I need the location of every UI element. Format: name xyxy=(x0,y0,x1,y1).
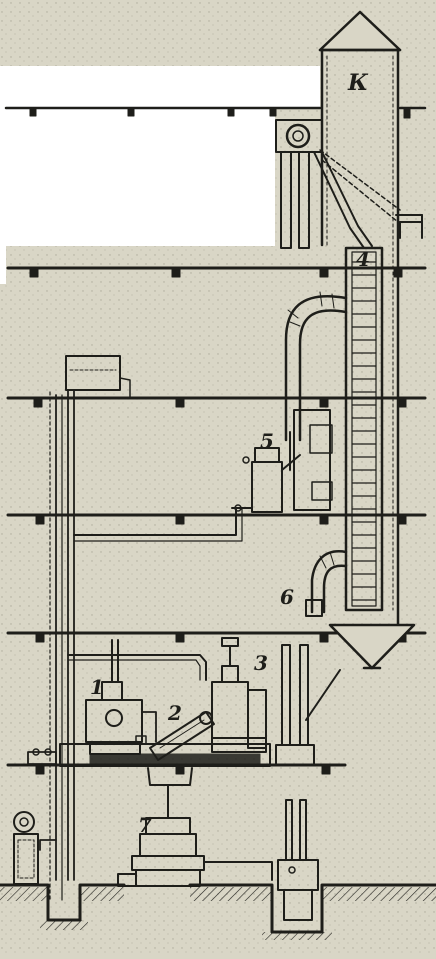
basement-unit xyxy=(277,799,319,921)
upper-duct xyxy=(284,291,348,442)
lower-duct-6 xyxy=(305,550,348,617)
blank-panel-top xyxy=(0,66,320,108)
callout-2: 2 xyxy=(167,701,182,725)
callout-6: 6 xyxy=(280,585,294,609)
callout-3: 3 xyxy=(254,651,268,675)
ground xyxy=(0,883,436,940)
elevator-column xyxy=(328,246,416,670)
floor-top xyxy=(4,106,427,119)
machine-1 xyxy=(85,639,157,755)
machine-7 xyxy=(117,809,273,887)
callout-1: 1 xyxy=(90,675,104,699)
callout-5: 5 xyxy=(260,429,274,453)
vertical-pipes xyxy=(39,377,243,901)
callout-7: 7 xyxy=(138,813,152,837)
pump-unit xyxy=(13,811,39,885)
water-tank xyxy=(65,355,121,391)
blank-panel-main xyxy=(6,108,275,246)
vertical-pair-lower xyxy=(275,644,341,766)
floor-1 xyxy=(6,266,427,278)
callout-4: 4 xyxy=(356,247,370,271)
floor-3 xyxy=(6,513,427,525)
tower-chute xyxy=(313,149,401,249)
machine-base xyxy=(27,743,271,767)
upper-fan-unit xyxy=(275,119,323,249)
blank-panel-edge xyxy=(0,108,6,284)
labels: К 1 2 3 4 5 6 7 xyxy=(90,70,370,837)
floor-chute xyxy=(147,767,193,811)
tower-label: К xyxy=(347,70,369,96)
tower-k xyxy=(318,10,423,627)
